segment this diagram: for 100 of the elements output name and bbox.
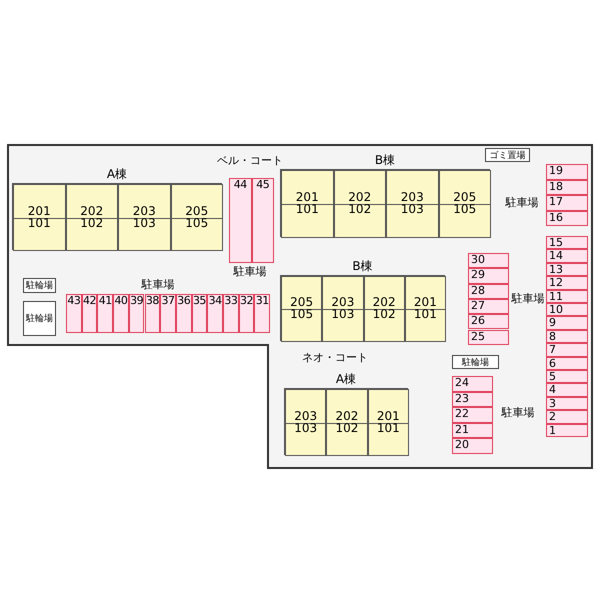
room-number: 101 — [294, 203, 320, 216]
apartment-unit — [334, 170, 386, 238]
parking-space: 23 — [452, 392, 493, 408]
apartment-unit — [281, 170, 334, 238]
parking-space: 11 — [546, 290, 588, 303]
parking-space: 15 — [546, 236, 588, 250]
parking-space: 27 — [468, 298, 509, 314]
room-number: 202 — [347, 191, 372, 204]
area-sign: 駐輪場 — [452, 355, 499, 369]
area-label: 駐車場 — [506, 196, 538, 209]
parking-space: 29 — [468, 268, 509, 284]
room-number: 105 — [184, 216, 210, 230]
parking-space: 36 — [176, 294, 192, 333]
parking-space: 7 — [546, 343, 588, 357]
parking-space: 32 — [238, 294, 254, 333]
parking-space: 35 — [192, 294, 208, 333]
parking-space: 45 — [252, 178, 274, 263]
apartment-unit — [285, 389, 326, 456]
room-number: 202 — [79, 204, 104, 218]
apartment-unit — [364, 276, 405, 342]
room-number: 103 — [330, 308, 356, 321]
complex-name: ベル・コート — [217, 154, 283, 167]
apartment-unit — [66, 184, 118, 251]
parking-space: 21 — [452, 422, 493, 438]
room-number: 203 — [132, 204, 157, 218]
room-number: 205 — [289, 296, 314, 309]
parking-space: 24 — [452, 376, 493, 392]
parking-space: 40 — [113, 294, 129, 333]
parking-space: 20 — [452, 438, 493, 454]
area-label: 駐車場 — [502, 406, 534, 419]
apartment-unit — [386, 170, 438, 238]
parking-space: 14 — [546, 249, 588, 263]
room-number: 101 — [26, 216, 52, 230]
parking-space: 34 — [207, 294, 223, 333]
parking-space: 18 — [546, 180, 588, 195]
parking-space: 28 — [468, 284, 509, 299]
room-number: 202 — [334, 410, 360, 422]
apartment-unit — [404, 276, 446, 342]
area-label: 駐車場 — [512, 292, 544, 305]
apartment-unit — [368, 389, 409, 456]
building-name: B棟 — [374, 153, 396, 167]
parking-space: 41 — [97, 294, 114, 333]
room-number: 201 — [26, 204, 52, 218]
parking-space: 42 — [82, 294, 98, 333]
room-number: 103 — [132, 216, 157, 230]
parking-space: 43 — [66, 294, 82, 333]
parking-space: 5 — [546, 370, 588, 384]
apartment-unit — [13, 184, 66, 251]
area-sign: 駐輪場 — [23, 301, 56, 336]
parking-space: 6 — [546, 356, 588, 370]
room-number: 203 — [293, 410, 318, 422]
parking-space: 44 — [229, 178, 252, 263]
parking-space: 38 — [144, 294, 160, 333]
complex-name: ネオ・コート — [302, 351, 368, 364]
building-name: B棟 — [352, 259, 373, 273]
apartment-unit — [322, 276, 364, 342]
parking-space: 30 — [468, 253, 509, 268]
apartment-unit — [281, 276, 322, 342]
apartment-unit — [118, 184, 170, 251]
room-number: 105 — [452, 203, 478, 216]
parking-space: 25 — [468, 330, 509, 345]
parking-space: 19 — [546, 164, 588, 180]
parking-space: 10 — [546, 303, 588, 316]
room-number: 102 — [334, 422, 360, 434]
area-sign: ゴミ置場 — [485, 148, 530, 162]
parking-space: 39 — [128, 294, 144, 333]
area-sign: 駐輪場 — [23, 278, 56, 293]
room-number: 101 — [376, 422, 401, 434]
area-label: 駐車場 — [142, 278, 174, 291]
room-number: 205 — [452, 191, 478, 204]
room-number: 102 — [79, 216, 104, 230]
apartment-unit — [170, 184, 223, 251]
parking-space: 3 — [546, 396, 588, 410]
room-number: 202 — [372, 296, 397, 309]
room-number: 203 — [400, 191, 425, 204]
building-name: A棟 — [336, 372, 356, 386]
room-number: 101 — [412, 308, 438, 321]
room-number: 103 — [400, 203, 425, 216]
parking-space: 33 — [223, 294, 239, 333]
apartment-unit — [326, 389, 368, 456]
parking-space: 2 — [546, 410, 588, 424]
building-name: A棟 — [106, 167, 128, 181]
room-number: 205 — [184, 204, 210, 218]
parking-space: 16 — [546, 210, 588, 226]
room-number: 102 — [372, 308, 397, 321]
area-label: 駐車場 — [234, 265, 266, 278]
apartment-unit — [438, 170, 491, 238]
parking-space: 1 — [546, 424, 588, 437]
parking-space: 8 — [546, 330, 588, 344]
parking-space: 13 — [546, 262, 588, 276]
parking-space: 22 — [452, 407, 493, 423]
room-number: 201 — [294, 191, 320, 204]
room-number: 201 — [412, 296, 438, 309]
parking-space: 9 — [546, 316, 588, 330]
room-number: 102 — [347, 203, 372, 216]
parking-space: 4 — [546, 383, 588, 397]
room-number: 203 — [330, 296, 356, 309]
parking-space: 12 — [546, 276, 588, 290]
parking-space: 26 — [468, 314, 509, 330]
parking-space: 17 — [546, 195, 588, 210]
